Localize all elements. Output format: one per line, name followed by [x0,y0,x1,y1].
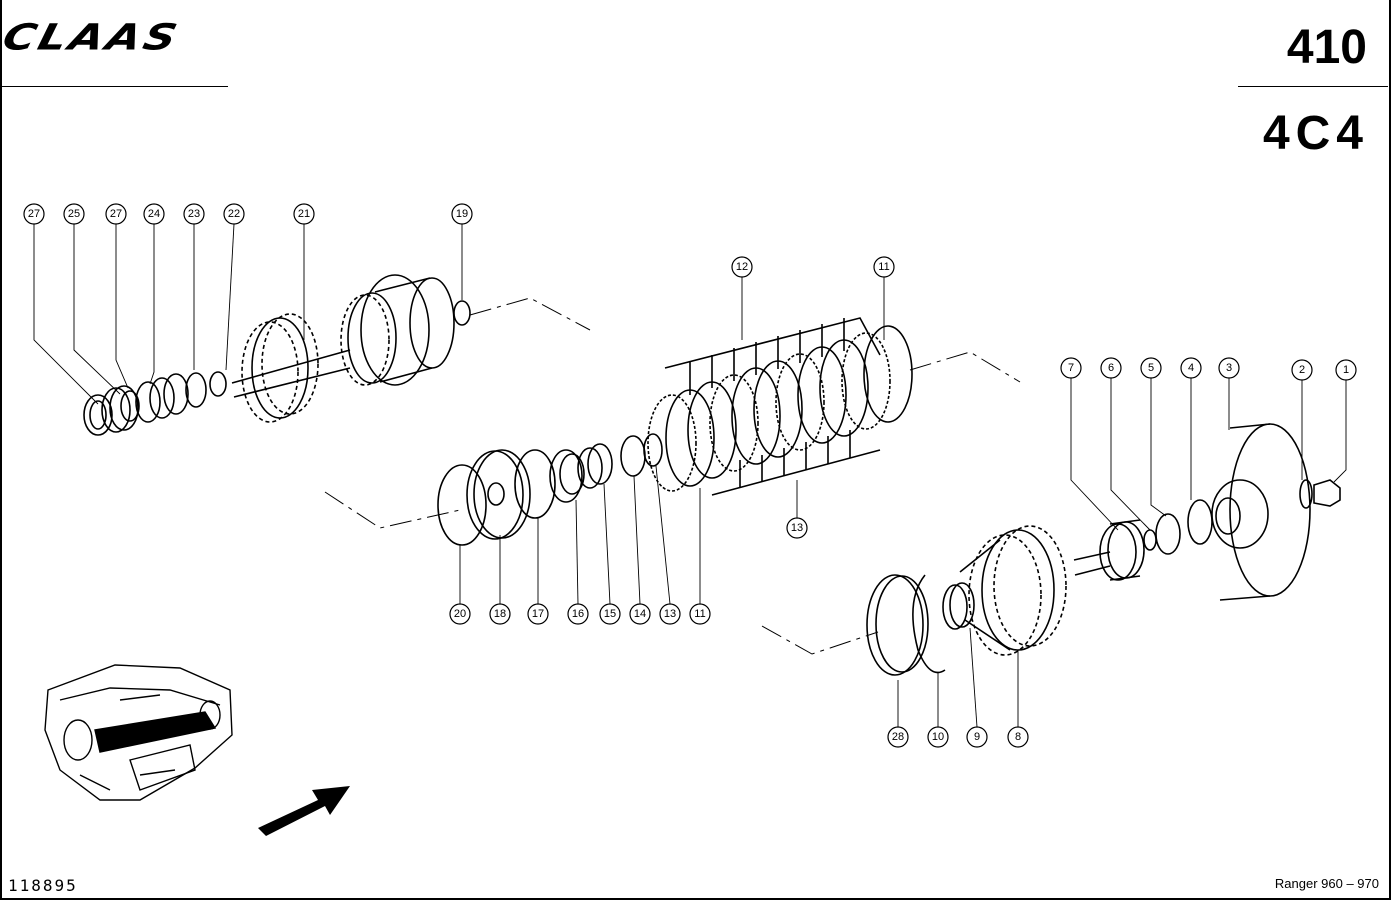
callout-8: 8 [1007,726,1029,748]
callout-9: 9 [966,726,988,748]
part-5-ring [1155,513,1181,555]
svg-text:20: 20 [454,608,466,620]
part-16-spring [577,443,613,489]
svg-text:15: 15 [604,608,616,620]
callout-28: 28 [887,726,909,748]
part-9-bearing [942,582,975,630]
callout-14: 13 [659,603,681,625]
part-14-snap-ring [643,433,663,467]
svg-text:21: 21 [298,208,310,220]
part-15-retainer [620,435,646,477]
callout-17: 16 [567,603,589,625]
part-7-bearing [1099,519,1145,581]
part-1-nut [1313,479,1341,507]
arrow-icon [258,786,350,836]
svg-text:13: 13 [791,522,803,534]
part-17-ring [549,449,585,503]
callout-19: 18 [489,603,511,625]
svg-text:28: 28 [892,731,904,743]
svg-text:10: 10 [932,731,944,743]
axis-lines [324,297,1021,655]
callout-13: 13 [786,517,808,539]
callout-24: 23 [183,203,205,225]
svg-text:13: 13 [664,608,676,620]
svg-text:3: 3 [1226,362,1232,374]
leader-lines [33,223,1347,728]
svg-text:1: 1 [1343,364,1349,376]
svg-text:7: 7 [1068,362,1074,374]
callout-5: 5 [1140,357,1162,379]
callout-3: 3 [1218,357,1240,379]
callout-11b: 11 [689,603,711,625]
callout-26: 25 [63,203,85,225]
part-3-disc-hub [1211,423,1311,601]
part-27-ring [83,394,113,436]
part-25-bushing [135,373,189,423]
callout-10: 10 [927,726,949,748]
callout-25: 24 [143,203,165,225]
svg-text:14: 14 [634,608,646,620]
page-number-rule [1238,86,1388,87]
part-18-seal [514,449,556,519]
svg-text:16: 16 [572,608,584,620]
callout-18: 17 [527,603,549,625]
part-22-shaft-gear [231,274,455,423]
callout-7: 7 [1060,357,1082,379]
callout-27b: 27 [105,203,127,225]
group-code: 4C4 [1262,107,1369,160]
callout-15: 14 [629,603,651,625]
svg-text:27: 27 [110,208,122,220]
part-28-retaining-ring [866,574,929,676]
callout-2: 2 [1291,359,1313,381]
part-8-gear [959,525,1111,656]
svg-text:18: 18 [494,608,506,620]
part-6-spacer [1143,529,1157,551]
callout-4: 4 [1180,357,1202,379]
part-24-spacer [185,371,227,408]
callout-1: 1 [1335,359,1357,381]
callout-6: 6 [1100,357,1122,379]
callout-22: 21 [293,203,315,225]
callout-11a: 11 [873,256,895,278]
callout-12: 12 [731,256,753,278]
callout-20: 19 [451,203,473,225]
part-2-washer [1299,479,1313,509]
header-rule [0,86,228,87]
callouts: 27 25 27 24 23 22 21 19 12 11 13 7 6 5 4… [23,203,1357,748]
part-11-clutch-plates [647,317,913,496]
part-19-piston [466,449,531,540]
part-4-seal [1187,499,1213,545]
part-20-o-ring [453,300,471,326]
svg-text:2: 2 [1299,364,1305,376]
svg-text:27: 27 [28,208,40,220]
svg-text:5: 5 [1148,362,1154,374]
callout-23: 22 [223,203,245,225]
svg-text:11: 11 [878,261,889,273]
svg-text:22: 22 [228,208,240,220]
drawing-number: 118895 [8,876,78,895]
svg-text:8: 8 [1015,731,1021,743]
svg-text:9: 9 [974,731,980,743]
svg-text:11: 11 [694,608,705,620]
part-26-bearing [101,385,140,433]
page-number: 410 [1286,21,1367,74]
svg-text:6: 6 [1108,362,1114,374]
svg-text:4: 4 [1188,362,1194,374]
model-label: Ranger 960 – 970 [1274,876,1379,891]
transmission-thumbnail-icon [44,664,233,801]
svg-text:23: 23 [188,208,200,220]
svg-text:17: 17 [532,608,544,620]
part-21-snap-ring [437,464,487,546]
part-10-snap-ring [912,574,946,674]
svg-text:24: 24 [148,208,160,220]
callout-21: 20 [449,603,471,625]
svg-text:12: 12 [736,261,748,273]
svg-text:19: 19 [456,208,468,220]
callout-16: 15 [599,603,621,625]
svg-text:25: 25 [68,208,80,220]
callout-27a: 27 [23,203,45,225]
